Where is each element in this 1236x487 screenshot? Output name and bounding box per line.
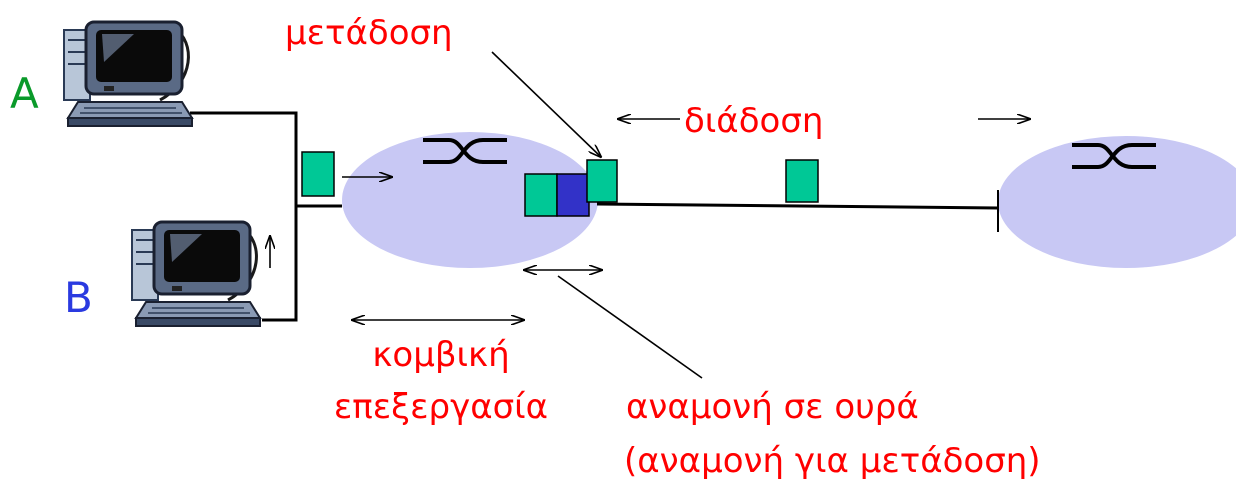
- queueing-label-line1: αναμονή σε ουρά: [626, 387, 919, 427]
- packet-queued-2: [556, 173, 590, 217]
- nodal-processing-label-line2: επεξεργασία: [334, 387, 548, 427]
- transmission-label: μετάδοση: [285, 13, 453, 53]
- propagation-label: διάδοση: [684, 101, 823, 141]
- nodal-processing-label-line1: κομβική: [372, 335, 509, 375]
- packet-queued-1: [524, 173, 558, 217]
- queueing-label-line2: (αναμονή για μετάδοση): [624, 441, 1041, 481]
- host-a-label: A: [10, 69, 39, 118]
- host-b-label: B: [64, 273, 93, 322]
- packet-on-link-from-a: [301, 151, 335, 197]
- router-right: [998, 136, 1236, 268]
- host-links: [190, 111, 342, 322]
- transmission-pointer: [491, 51, 601, 157]
- host-b-computer-icon: [130, 220, 262, 328]
- host-a-computer-icon: [62, 20, 194, 128]
- queueing-pointer: [557, 275, 703, 379]
- packet-propagating: [785, 159, 819, 203]
- packet-being-transmitted: [586, 159, 618, 203]
- router-left: [342, 132, 598, 268]
- router-link: [596, 202, 999, 210]
